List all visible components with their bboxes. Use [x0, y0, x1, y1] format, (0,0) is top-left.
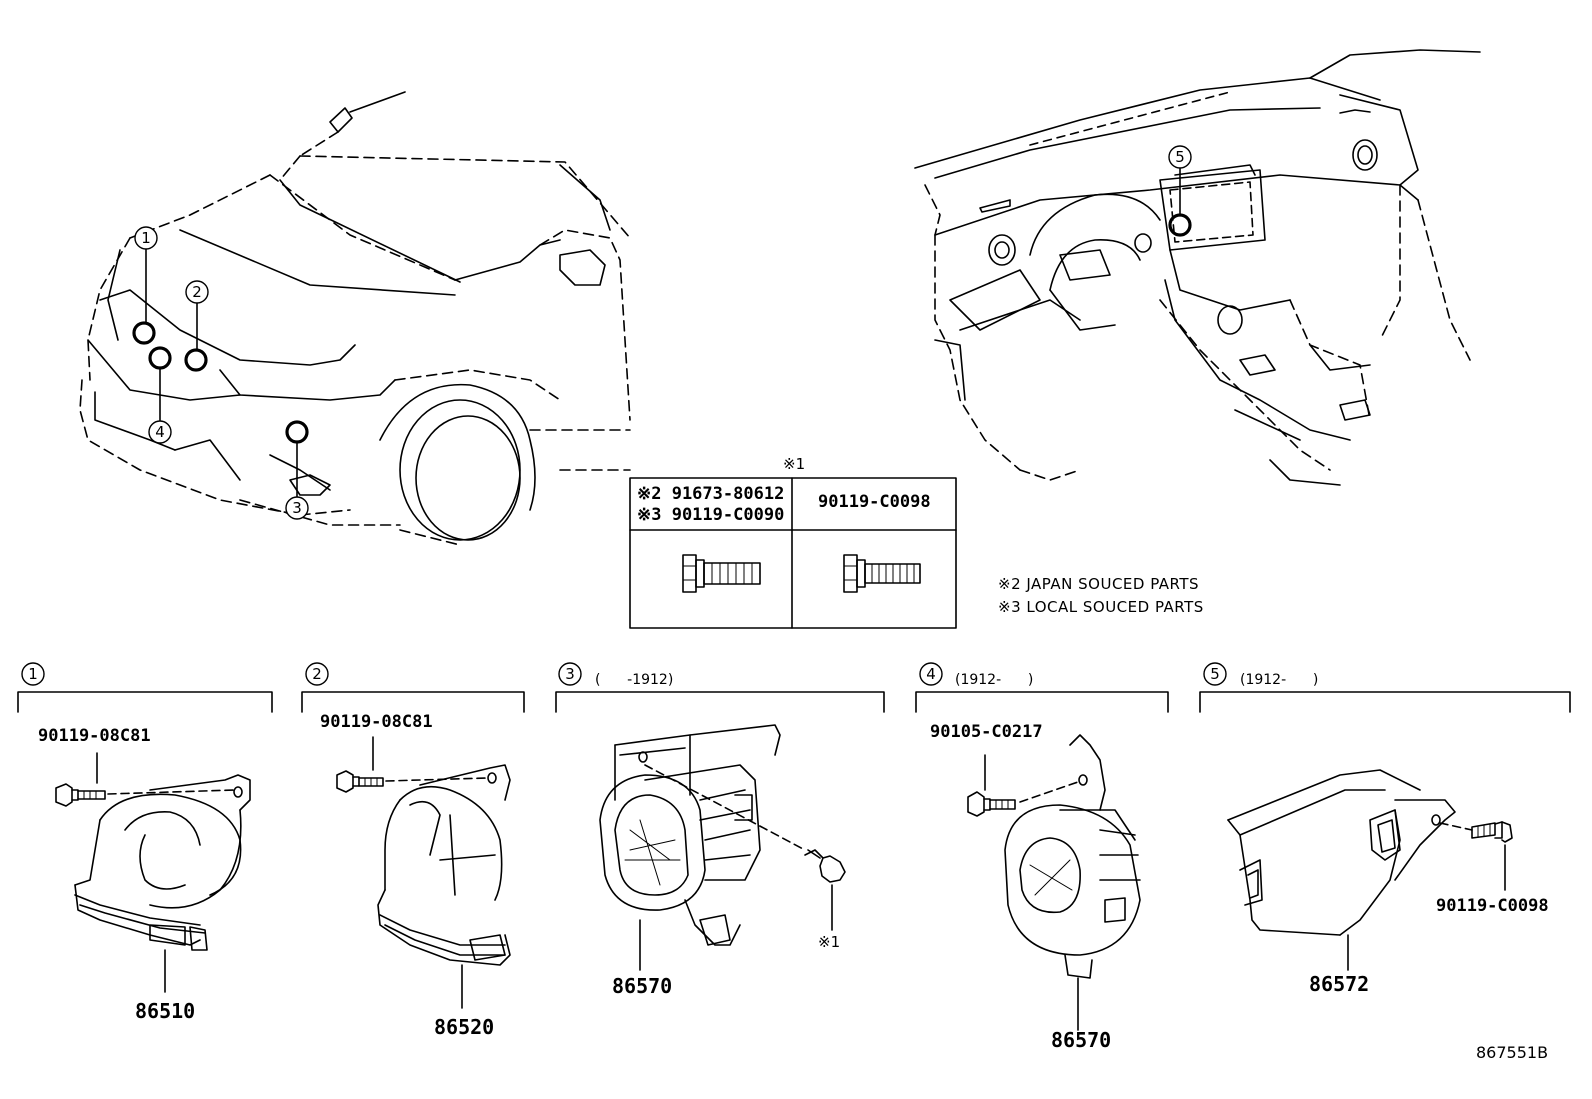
section-5-bolt-number: 90119-C0098 [1436, 896, 1549, 916]
section-2-part-number: 86520 [434, 1015, 494, 1039]
section-headers: 1 2 3 ( -1912) 4 (1912- ) 5 (1912- ) [21, 662, 1318, 688]
section-1-bolt-number: 90119-08C81 [38, 726, 151, 746]
section-5-range: (1912- ) [1240, 672, 1318, 688]
siren-86570-new-drawing [967, 734, 1141, 1031]
location-marker-2 [184, 348, 208, 372]
callout-2-label: 2 [192, 283, 202, 301]
section-3-part-number: 86570 [612, 974, 672, 998]
section-3-number: 3 [565, 665, 575, 683]
callout-1-label: 1 [141, 229, 151, 247]
bolt-icon-right [843, 554, 921, 593]
car-front-view [79, 91, 631, 546]
callout-circles: 1 2 4 3 5 [134, 145, 1192, 520]
horn-86520-drawing [336, 736, 511, 1009]
note-japan-parts: ※2 JAPAN SOUCED PARTS [998, 575, 1199, 593]
section-4-number: 4 [926, 665, 936, 683]
bolt-table-left-line2: ※3 90119-C0090 [637, 505, 784, 525]
bolt-table [629, 477, 957, 629]
section-2-number: 2 [312, 665, 322, 683]
callout-4-label: 4 [155, 423, 165, 441]
section-1-part-number: 86510 [135, 999, 195, 1023]
section-4-bolt-number: 90105-C0217 [930, 722, 1043, 742]
figure-id: 867551B [1476, 1043, 1548, 1062]
section-3-bolt-mark: ※1 [818, 933, 840, 951]
note-local-parts: ※3 LOCAL SOUCED PARTS [998, 598, 1204, 616]
ecu-86572-drawing [1227, 769, 1513, 971]
location-marker-1 [132, 321, 156, 345]
horn-86510-drawing [55, 752, 251, 993]
siren-86570-old-drawing [599, 724, 846, 971]
section-1-number: 1 [28, 665, 38, 683]
callout-3-label: 3 [292, 499, 302, 517]
section-4-range: (1912- ) [955, 672, 1033, 688]
callout-5-label: 5 [1175, 148, 1185, 166]
location-marker-3 [285, 420, 309, 444]
bolt-table-mark: ※1 [783, 455, 805, 473]
section-2-bolt-number: 90119-08C81 [320, 712, 433, 732]
dashboard-view [914, 49, 1481, 486]
section-5-number: 5 [1210, 665, 1220, 683]
section-3-range: ( -1912) [595, 672, 673, 688]
bolt-table-left-line1: ※2 91673-80612 [637, 484, 784, 504]
bolt-table-right-head: 90119-C0098 [818, 492, 931, 512]
section-4-part-number: 86570 [1051, 1028, 1111, 1052]
bolt-icon-left [682, 554, 761, 593]
section-5-part-number: 86572 [1309, 972, 1369, 996]
location-marker-4 [148, 346, 172, 370]
